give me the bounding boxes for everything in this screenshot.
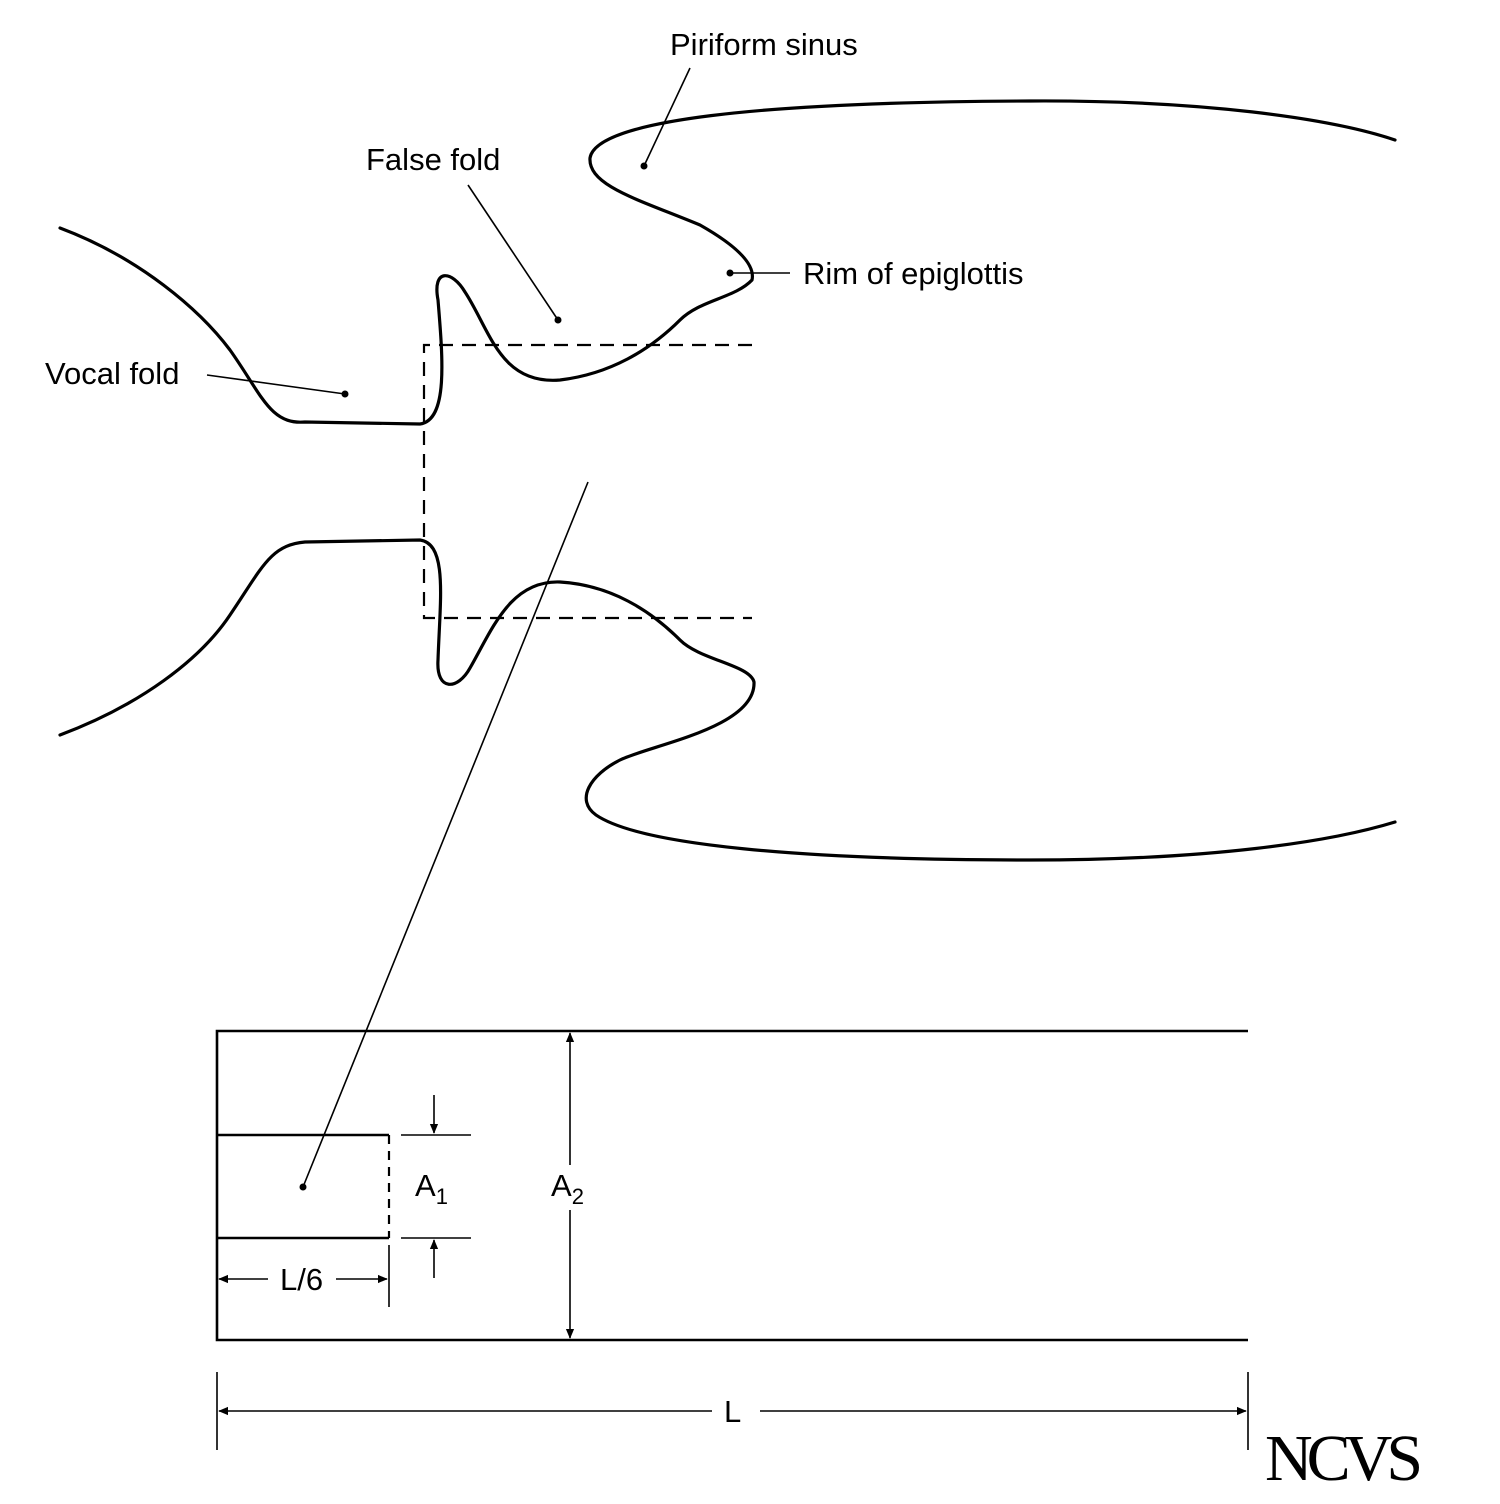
- dot-vocal-fold: [341, 390, 349, 398]
- dot-tube-section: [299, 1183, 307, 1191]
- dot-piriform-sinus: [640, 162, 648, 170]
- label-piriform-sinus: Piriform sinus: [670, 27, 858, 62]
- label-l6: L/6: [280, 1262, 323, 1297]
- label-vocal-fold: Vocal fold: [45, 356, 179, 391]
- label-false-fold: False fold: [366, 142, 500, 177]
- label-rim-of-epiglottis: Rim of epiglottis: [803, 256, 1024, 291]
- label-a1: A1: [415, 1168, 448, 1209]
- dot-rim-of-epiglottis: [726, 269, 734, 277]
- lower-airway-wall: [58, 538, 1397, 862]
- tube-outer-wall: [215, 1029, 1248, 1342]
- connector-line: [302, 481, 589, 1188]
- leader-vocal-fold: [206, 374, 346, 395]
- label-l: L: [724, 1394, 741, 1429]
- dashed-upper-boundary: [422, 343, 752, 620]
- ncvs-logo: NCVS: [1265, 1422, 1419, 1495]
- leader-false-fold: [467, 184, 559, 321]
- dot-false-fold: [554, 316, 562, 324]
- label-a2: A2: [551, 1168, 584, 1209]
- leader-piriform-sinus: [643, 67, 691, 167]
- upper-airway-wall: [58, 99, 1397, 426]
